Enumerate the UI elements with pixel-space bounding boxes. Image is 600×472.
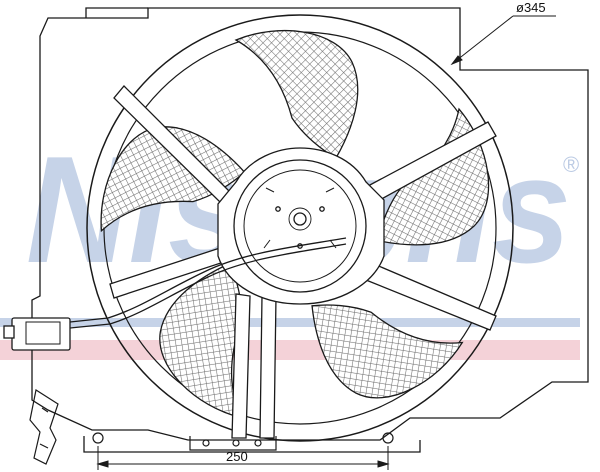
strut-bottom-left: [231, 293, 251, 439]
hub-center-hole: [293, 212, 307, 226]
electrical-connector: [3, 317, 71, 351]
width-dimension: [96, 446, 390, 470]
watermark-stripe-red: [0, 340, 580, 360]
mounting-hole-left: [92, 432, 104, 444]
strut-bottom-right: [259, 295, 277, 439]
diameter-label: ø345: [516, 0, 546, 15]
diameter-dimension: [450, 15, 556, 66]
watermark-registered-mark: ®: [563, 152, 579, 177]
width-label: 250: [226, 449, 248, 464]
mounting-holes: [92, 432, 394, 451]
diameter-leader-line: [451, 15, 514, 65]
motor-hub: [217, 147, 385, 305]
watermark-stripe-blue: [0, 318, 580, 327]
support-struts: [109, 85, 497, 439]
fan-shroud: [31, 7, 589, 453]
mounting-hole-right: [382, 432, 394, 444]
wiring-harness: [69, 237, 347, 329]
lower-bracket: [29, 389, 59, 465]
